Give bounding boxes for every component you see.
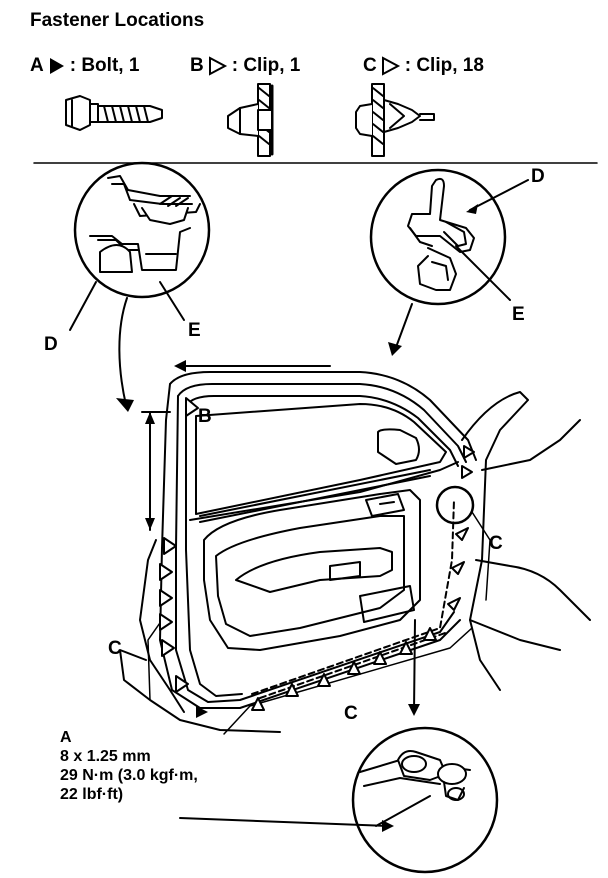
clip-b-icon bbox=[227, 83, 274, 157]
callout-c-left: C bbox=[108, 638, 122, 659]
detail-circle-left bbox=[73, 161, 211, 299]
filled-triangle-icon bbox=[49, 58, 64, 74]
callout-e-left: E bbox=[188, 320, 201, 341]
detail-circle-right bbox=[369, 168, 507, 306]
callout-c-bottom: C bbox=[344, 703, 358, 724]
callout-d-right: D bbox=[531, 166, 545, 187]
legend-text-a: : Bolt, 1 bbox=[69, 55, 140, 76]
bolt-spec: A 8 x 1.25 mm 29 N·m (3.0 kgf·m, 22 lbf·… bbox=[60, 728, 198, 804]
legend-item-a: A : Bolt, 1 bbox=[30, 55, 139, 77]
legend-letter-b: B bbox=[190, 55, 204, 76]
spec-torque-metric: 29 N·m (3.0 kgf·m, bbox=[60, 767, 198, 784]
door-outline bbox=[119, 371, 591, 733]
legend-text-c: : Clip, 18 bbox=[404, 55, 484, 76]
page-title: Fastener Locations bbox=[30, 10, 205, 31]
open-triangle-icon bbox=[381, 56, 400, 76]
legend-letter-a: A bbox=[30, 55, 44, 76]
spec-letter: A bbox=[60, 729, 72, 746]
clip-c-icon bbox=[355, 83, 435, 157]
legend-text-b: : Clip, 1 bbox=[231, 55, 301, 76]
clip-markers bbox=[159, 445, 475, 711]
bolt-icon bbox=[65, 95, 163, 131]
spec-torque-imperial: 22 lbf·ft) bbox=[60, 786, 124, 803]
callout-d-left: D bbox=[44, 334, 58, 355]
legend-item-b: B : Clip, 1 bbox=[190, 55, 300, 77]
callout-b: B bbox=[198, 406, 212, 427]
legend-item-c: C : Clip, 18 bbox=[363, 55, 484, 77]
bolt-detail-circle bbox=[351, 726, 499, 874]
callout-e-right: E bbox=[512, 304, 525, 325]
spec-size: 8 x 1.25 mm bbox=[60, 748, 151, 765]
legend-letter-c: C bbox=[363, 55, 377, 76]
open-triangle-icon bbox=[208, 56, 227, 76]
callout-c-right: C bbox=[489, 533, 503, 554]
